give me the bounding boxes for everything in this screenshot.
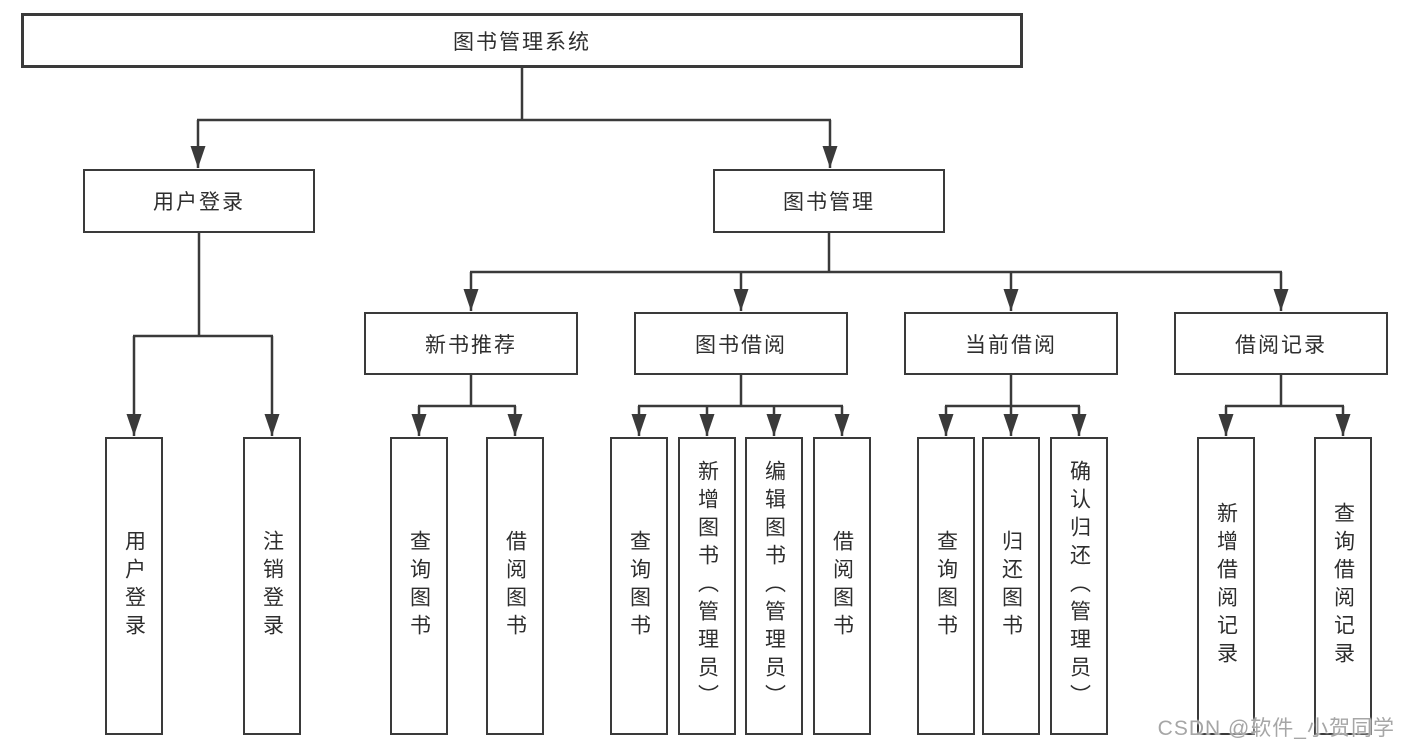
- node-borrow-borrow-book: 借阅图书: [813, 437, 871, 735]
- node-label: 借阅图书: [830, 530, 854, 642]
- node-label: 新书推荐: [425, 333, 517, 357]
- connector-new-book-recommend-children: [411, 375, 523, 436]
- node-label: 图书管理系统: [453, 30, 591, 54]
- node-current-confirm-return-admin: 确认归还（管理员）: [1050, 437, 1108, 735]
- node-borrow-records: 借阅记录: [1174, 312, 1388, 375]
- connector-borrow-records-children: [1218, 375, 1351, 436]
- node-label: 编辑图书（管理员）: [762, 460, 786, 712]
- connector-current-borrow-children: [938, 375, 1087, 436]
- node-current-query-book: 查询图书: [917, 437, 975, 735]
- node-logout-leaf: 注销登录: [243, 437, 301, 735]
- connector-book-management-children: [463, 233, 1289, 311]
- node-label: 查询图书: [934, 530, 958, 642]
- node-label: 借阅图书: [503, 530, 527, 642]
- node-label: 当前借阅: [965, 333, 1057, 357]
- node-label: 查询图书: [407, 530, 431, 642]
- node-borrow-add-book-admin: 新增图书（管理员）: [678, 437, 736, 735]
- node-records-query-record: 查询借阅记录: [1314, 437, 1372, 735]
- node-borrow-query-book: 查询图书: [610, 437, 668, 735]
- node-book-management: 图书管理: [713, 169, 945, 233]
- node-label: 新增借阅记录: [1214, 502, 1238, 670]
- connector-user-login-children: [126, 233, 280, 436]
- node-label: 用户登录: [122, 530, 146, 642]
- connector-book-borrow-children: [631, 375, 850, 436]
- node-user-login: 用户登录: [83, 169, 315, 233]
- node-recommend-query-book: 查询图书: [390, 437, 448, 735]
- node-current-borrow: 当前借阅: [904, 312, 1118, 375]
- node-records-add-record: 新增借阅记录: [1197, 437, 1255, 735]
- connector-root-to-level2: [190, 68, 838, 168]
- node-new-book-recommend: 新书推荐: [364, 312, 578, 375]
- node-label: 注销登录: [260, 530, 284, 642]
- node-label: 查询图书: [627, 530, 651, 642]
- node-label: 查询借阅记录: [1331, 502, 1355, 670]
- node-current-return-book: 归还图书: [982, 437, 1040, 735]
- node-label: 借阅记录: [1235, 333, 1327, 357]
- watermark: CSDN @软件_小贺同学: [1157, 717, 1395, 740]
- node-book-borrow: 图书借阅: [634, 312, 848, 375]
- node-system-root: 图书管理系统: [21, 13, 1023, 68]
- node-recommend-borrow-book: 借阅图书: [486, 437, 544, 735]
- node-label: 用户登录: [153, 191, 245, 214]
- node-borrow-edit-book-admin: 编辑图书（管理员）: [745, 437, 803, 735]
- node-label: 归还图书: [999, 530, 1023, 642]
- node-label: 图书管理: [783, 191, 875, 214]
- node-user-login-leaf: 用户登录: [105, 437, 163, 735]
- node-label: 确认归还（管理员）: [1067, 460, 1091, 712]
- node-label: 新增图书（管理员）: [695, 460, 719, 712]
- node-label: 图书借阅: [695, 333, 787, 357]
